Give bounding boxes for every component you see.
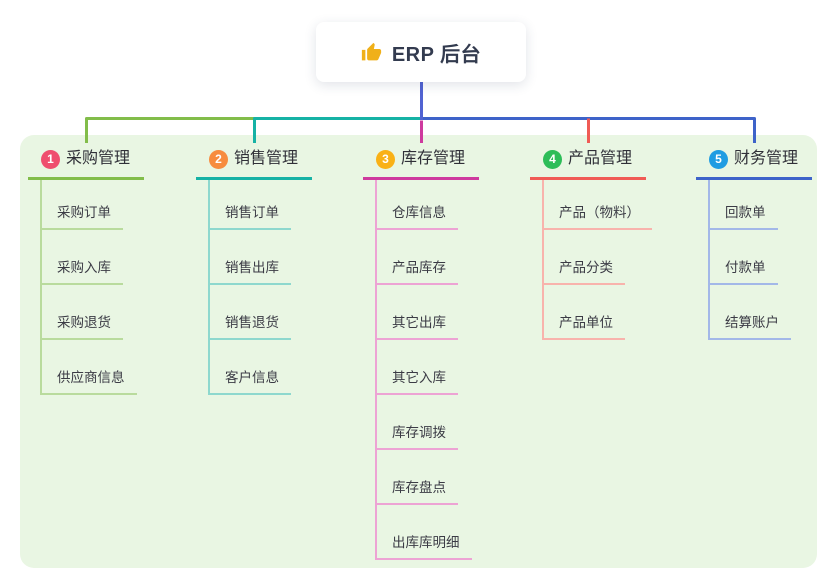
branch-spine-line: [542, 179, 544, 340]
thumbs-up-icon: [361, 42, 382, 63]
branch-index-badge: 1: [41, 149, 60, 169]
child-node[interactable]: 产品分类: [542, 258, 625, 285]
branch-node-2[interactable]: 2 销售管理: [196, 147, 312, 180]
branch-index-badge: 2: [209, 149, 228, 169]
child-node[interactable]: 结算账户: [708, 313, 791, 340]
child-node[interactable]: 库存调拨: [375, 423, 458, 450]
branch-node-5[interactable]: 5 财务管理: [696, 147, 812, 180]
child-node[interactable]: 产品单位: [542, 313, 625, 340]
branch-label: 库存管理: [401, 150, 466, 167]
child-node[interactable]: 采购入库: [40, 258, 123, 285]
branch-spine-line: [208, 179, 210, 395]
child-node[interactable]: 产品库存: [375, 258, 458, 285]
child-node[interactable]: 销售订单: [208, 203, 291, 230]
branch-spine-line: [375, 179, 377, 560]
branch-spine-line: [40, 179, 42, 395]
child-node[interactable]: 销售出库: [208, 258, 291, 285]
child-node[interactable]: 客户信息: [208, 368, 291, 395]
branch-label: 财务管理: [734, 150, 799, 167]
child-node[interactable]: 采购退货: [40, 313, 123, 340]
branch-label: 销售管理: [234, 150, 299, 167]
branch-label: 产品管理: [568, 150, 633, 167]
branches-panel: [20, 135, 817, 568]
root-node[interactable]: ERP 后台: [316, 22, 526, 82]
branch-node-3[interactable]: 3 库存管理: [363, 147, 479, 180]
branch-label: 采购管理: [66, 150, 131, 167]
child-node[interactable]: 采购订单: [40, 203, 123, 230]
child-node[interactable]: 付款单: [708, 258, 778, 285]
child-node[interactable]: 其它出库: [375, 313, 458, 340]
branch-index-badge: 5: [709, 149, 728, 169]
child-node[interactable]: 库存盘点: [375, 478, 458, 505]
branch-index-badge: 3: [376, 149, 395, 169]
branch-index-badge: 4: [543, 149, 562, 169]
child-node[interactable]: 回款单: [708, 203, 778, 230]
child-node[interactable]: 出库库明细: [375, 533, 472, 560]
child-node[interactable]: 仓库信息: [375, 203, 458, 230]
root-title: ERP 后台: [391, 43, 482, 66]
branch-node-1[interactable]: 1 采购管理: [28, 147, 144, 180]
child-node[interactable]: 产品（物料）: [542, 203, 652, 230]
branch-spine-line: [708, 179, 710, 340]
branch-node-4[interactable]: 4 产品管理: [530, 147, 646, 180]
child-node[interactable]: 其它入库: [375, 368, 458, 395]
child-node[interactable]: 销售退货: [208, 313, 291, 340]
child-node[interactable]: 供应商信息: [40, 368, 137, 395]
